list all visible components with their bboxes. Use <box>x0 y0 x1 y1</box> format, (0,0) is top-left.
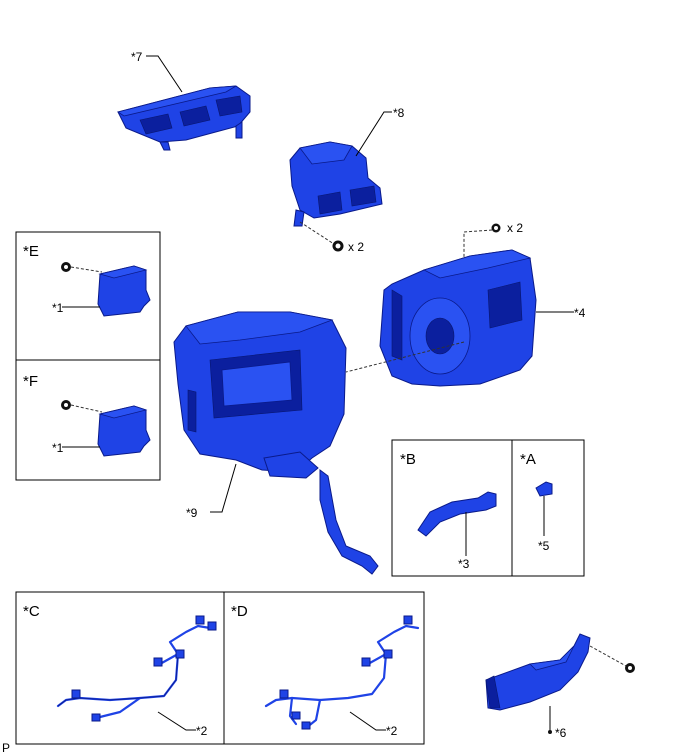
part-8-duct <box>289 141 383 227</box>
box-label-B: *B <box>400 451 416 468</box>
label-2-C: *2 <box>196 724 208 738</box>
label-8: *8 <box>393 106 405 120</box>
part-1-module-F <box>97 405 151 457</box>
qty-label-4: x 2 <box>507 221 523 235</box>
part-2-wire-harness-D <box>264 615 420 730</box>
label-9: *9 <box>186 506 198 520</box>
box-label-A: *A <box>520 451 536 468</box>
box-label-D: *D <box>231 603 248 620</box>
part-7-duct <box>117 85 251 151</box>
corner-mark: P <box>2 741 10 755</box>
screw-icon <box>332 240 344 252</box>
label-1-F: *1 <box>52 441 64 455</box>
part-5-clip <box>535 481 553 497</box>
part-2-wire-harness-C <box>56 615 217 722</box>
label-5: *5 <box>538 539 550 553</box>
label-7: *7 <box>131 50 143 64</box>
label-4: *4 <box>574 306 586 320</box>
screw-icon <box>625 663 635 673</box>
box-B-A <box>391 439 585 577</box>
part-1-module-E <box>97 265 151 317</box>
label-2-D: *2 <box>386 724 398 738</box>
screw-icon <box>491 223 501 233</box>
qty-label-8: x 2 <box>348 240 364 254</box>
label-1-E: *1 <box>52 301 64 315</box>
label-3: *3 <box>458 557 470 571</box>
part-6-duct <box>485 633 591 711</box>
box-E-F <box>15 231 161 481</box>
screw-icon <box>61 400 71 410</box>
label-6: *6 <box>555 726 567 740</box>
box-label-C: *C <box>23 603 40 620</box>
box-C-D <box>15 591 425 745</box>
box-label-F: *F <box>23 373 38 390</box>
part-4-blower-unit <box>379 249 537 387</box>
box-label-E: *E <box>23 243 39 260</box>
part-9-heater-unit <box>173 311 379 575</box>
part-3-pipe <box>417 491 497 537</box>
screw-icon <box>61 262 71 272</box>
dot-marker <box>548 730 552 734</box>
